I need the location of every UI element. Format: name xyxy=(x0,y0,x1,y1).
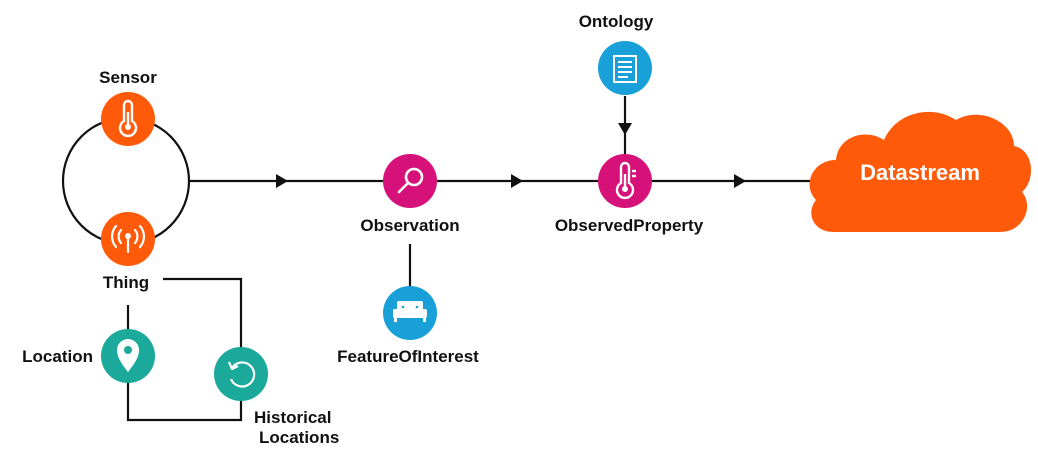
thing-label: Thing xyxy=(103,273,149,292)
antenna-icon xyxy=(111,224,145,254)
feature-of-interest-label: FeatureOfInterest xyxy=(337,347,479,366)
datastream-node: Datastream xyxy=(809,111,1032,232)
location-node: Location xyxy=(22,329,155,383)
observation-to-property-arrow xyxy=(511,174,523,188)
historical-label-line2: Locations xyxy=(259,428,339,447)
magnifier-icon xyxy=(397,167,424,194)
property-to-datastream-arrow xyxy=(734,174,746,188)
ontology-label: Ontology xyxy=(579,12,654,31)
thing-node: Thing xyxy=(101,212,155,292)
observation-node: Observation xyxy=(360,154,460,235)
feature-of-interest-node: FeatureOfInterest xyxy=(337,286,479,366)
ontology-to-property-arrow xyxy=(618,123,632,135)
history-icon xyxy=(227,361,256,388)
thermometer-icon xyxy=(615,161,636,200)
datastream-label: Datastream xyxy=(860,160,980,185)
document-icon xyxy=(613,55,637,83)
observed-property-node: ObservedProperty xyxy=(555,154,704,235)
ontology-node: Ontology xyxy=(579,12,654,95)
map-pin-icon xyxy=(117,339,139,372)
datastream-cloud xyxy=(809,111,1032,232)
location-label: Location xyxy=(22,347,93,366)
thing-to-observation-arrow xyxy=(276,174,288,188)
historical-label-line1: Historical xyxy=(254,408,331,427)
sensor-node: Sensor xyxy=(99,68,157,146)
connectors xyxy=(61,96,820,422)
sofa-icon xyxy=(393,301,427,322)
observation-label: Observation xyxy=(360,216,459,235)
location-to-historical-line xyxy=(126,382,243,422)
sensor-label: Sensor xyxy=(99,68,157,87)
historical-locations-circle xyxy=(214,347,268,401)
historical-locations-label: Historical Locations xyxy=(254,408,339,447)
thermometer-icon xyxy=(118,99,138,138)
observation-circle xyxy=(383,154,437,208)
thing-to-historical-line xyxy=(163,277,243,348)
observed-property-label: ObservedProperty xyxy=(555,216,704,235)
historical-locations-node: Historical Locations xyxy=(214,347,339,447)
